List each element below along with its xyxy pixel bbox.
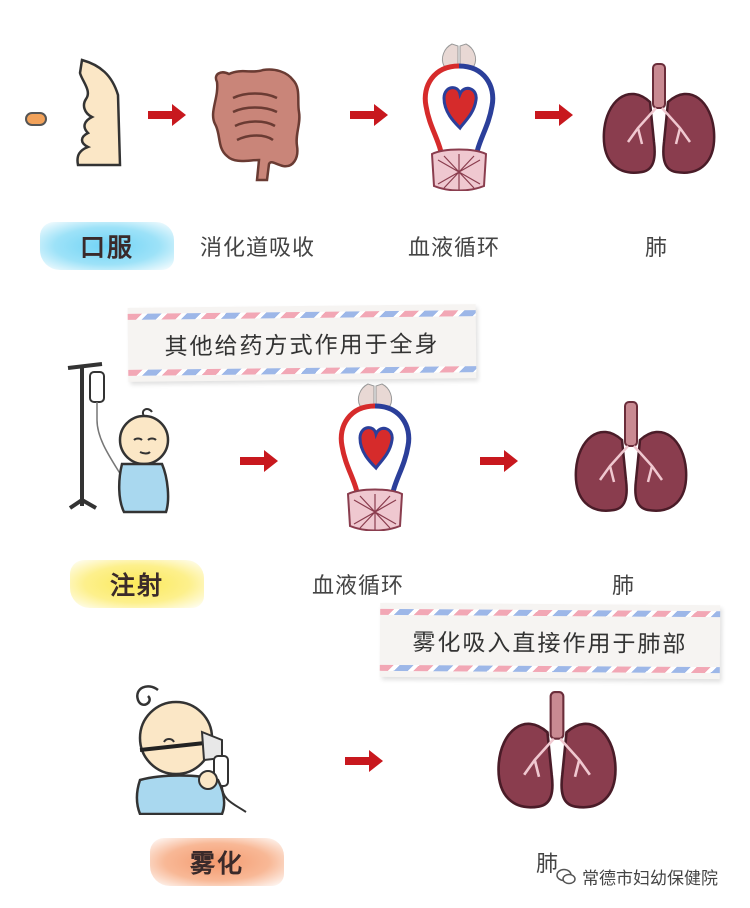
watermark-text: 常德市妇幼保健院 [582,869,718,889]
watermark: 常德市妇幼保健院 [556,864,718,889]
arrow-right-icon [535,104,573,126]
banner-direct-lung-effect: 雾化吸入直接作用于肺部 [379,602,721,680]
step-label-lung: 肺 [645,236,669,261]
arrow-right-icon [480,450,518,472]
wechat-icon [556,868,576,884]
lungs-icon [602,63,716,174]
arrow-right-icon [350,104,388,126]
arrow-right-icon [240,450,278,472]
mouth-pill-icon [25,58,122,167]
route-label-nebulization: 雾化 [150,838,284,886]
lungs-icon [497,691,617,809]
step-label-blood-circulation: 血液循环 [408,236,501,261]
arrow-right-icon [148,104,186,126]
nebulizer-child-icon [135,685,247,815]
arrow-right-icon [345,750,383,772]
lungs-icon [574,401,688,512]
step-label-lung: 肺 [612,574,636,599]
circulation-icon [422,43,496,191]
circulation-icon [338,383,412,531]
banner-systemic-effect: 其他给药方式作用于全身 [127,304,477,382]
step-label-lung: 肺 [536,852,560,877]
route-label-oral: 口服 [40,222,174,270]
iv-drip-child-icon [67,362,170,514]
step-label-blood-circulation: 血液循环 [312,574,405,599]
step-label-digestive-absorption: 消化道吸收 [200,236,316,261]
intestine-icon [211,68,301,182]
route-label-injection: 注射 [70,560,204,608]
